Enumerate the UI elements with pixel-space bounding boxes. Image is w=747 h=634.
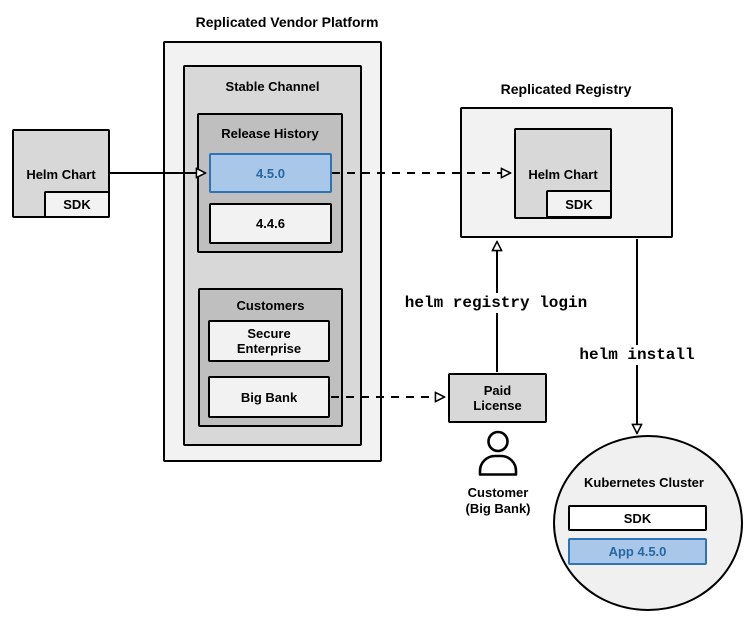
release-4-4-6-label: 4.4.6	[256, 216, 285, 231]
paid-license-box: Paid License	[448, 373, 547, 423]
customer-big-bank-box: Big Bank	[208, 376, 330, 418]
kubernetes-app-box: App 4.5.0	[568, 538, 707, 565]
stable-channel-label: Stable Channel	[225, 79, 320, 94]
registry-sdk-box: SDK	[546, 190, 612, 218]
customer-actor-line1: Customer	[467, 485, 529, 500]
customer-secure-enterprise-box: Secure Enterprise	[208, 320, 330, 362]
registry-title: Replicated Registry	[500, 81, 632, 97]
customers-label: Customers	[236, 298, 305, 313]
helm-install-label: helm install	[575, 345, 699, 365]
customer-big-bank-label: Big Bank	[240, 389, 298, 405]
registry-sdk-label: SDK	[565, 196, 593, 212]
kubernetes-sdk-box: SDK	[568, 505, 707, 531]
helm-registry-login-label: helm registry login	[400, 293, 592, 313]
release-4-4-6-box: 4.4.6	[209, 203, 332, 244]
customer-actor-label: Customer (Big Bank)	[466, 485, 531, 516]
customer-actor-line2: (Big Bank)	[465, 500, 531, 516]
registry-helm-chart-label: Helm Chart	[528, 167, 598, 182]
kubernetes-app-label: App 4.5.0	[608, 544, 667, 559]
kubernetes-sdk-label: SDK	[623, 510, 652, 526]
customer-secure-enterprise-label: Secure Enterprise	[236, 326, 302, 356]
release-4-5-0-label: 4.5.0	[256, 165, 285, 181]
platform-title: Replicated Vendor Platform	[195, 14, 379, 30]
paid-license-label: Paid License	[473, 383, 522, 413]
helm-chart-source-sdk-label: SDK	[63, 197, 91, 212]
kubernetes-cluster-label: Kubernetes Cluster	[584, 475, 704, 490]
person-icon	[478, 430, 518, 476]
release-4-5-0-box: 4.5.0	[209, 153, 332, 193]
release-history-label: Release History	[221, 126, 319, 141]
helm-chart-source-sdk-box: SDK	[44, 191, 110, 218]
helm-chart-source-label: Helm Chart	[26, 167, 96, 182]
